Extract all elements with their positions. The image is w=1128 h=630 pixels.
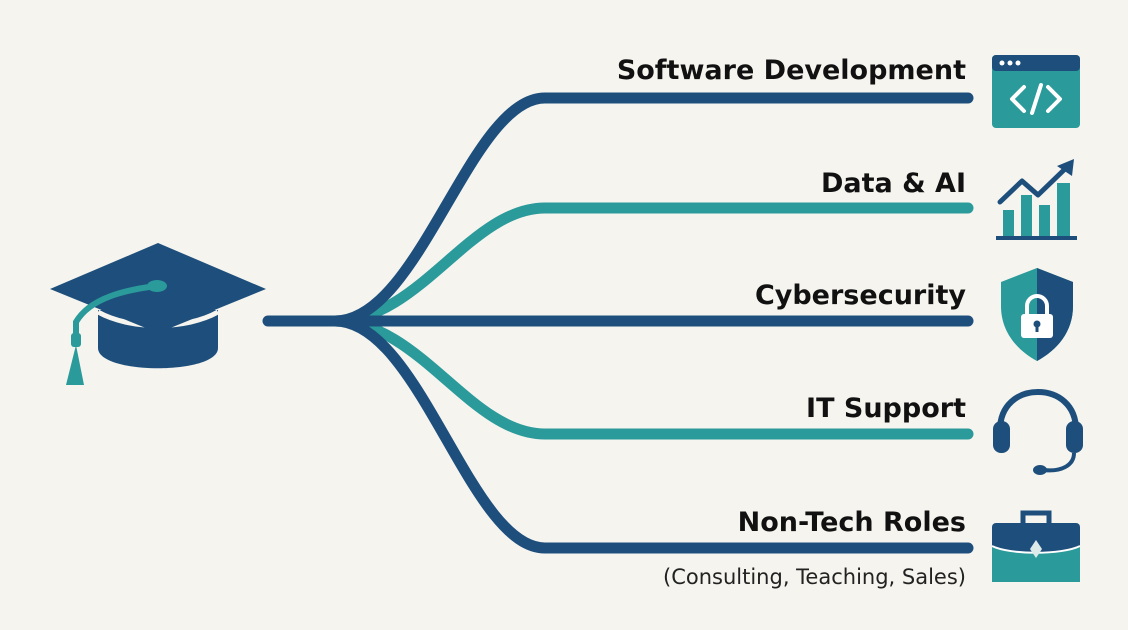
branch-line-software-development (329, 92, 974, 327)
shield-lock-icon (1001, 268, 1073, 361)
branch-label-it-support: IT Support (806, 393, 966, 424)
headset-icon (993, 388, 1083, 475)
branch-sublabel-non-tech-roles: (Consulting, Teaching, Sales) (663, 565, 966, 589)
briefcase-icon (991, 510, 1081, 582)
code-window-icon (992, 55, 1080, 128)
branch-label-non-tech-roles: Non-Tech Roles (737, 507, 966, 538)
branch-label-data-ai: Data & AI (820, 168, 966, 199)
graduation-cap-icon (50, 243, 266, 385)
branch-label-software-development: Software Development (616, 55, 966, 86)
bar-chart-growth-icon (996, 159, 1077, 240)
branch-line-non-tech-roles (329, 315, 974, 554)
branch-label-cybersecurity: Cybersecurity (754, 280, 966, 311)
